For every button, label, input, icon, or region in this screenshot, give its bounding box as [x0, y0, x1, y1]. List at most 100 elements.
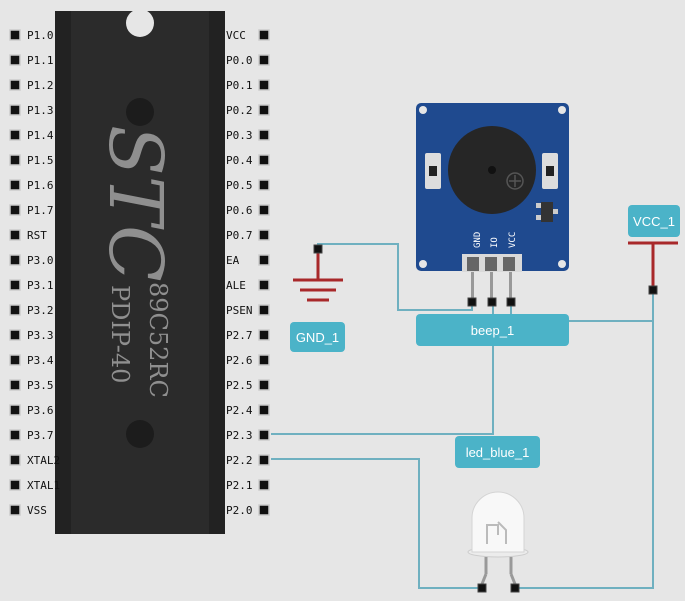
wire-io[interactable]	[271, 303, 494, 435]
chip-pin-label: P1.0	[27, 29, 54, 42]
chip-pin-right-p0-5[interactable]	[258, 179, 270, 191]
chip-pin-label: P2.6	[226, 354, 253, 367]
vcc-symbol[interactable]	[628, 241, 678, 295]
chip-pin-label: P0.2	[226, 104, 253, 117]
chip-pin-label: P0.7	[226, 229, 253, 242]
chip-pin-left-p3-7[interactable]	[9, 429, 21, 441]
chip-left-pins: P1.0P1.1P1.2P1.3P1.4P1.5P1.6P1.7RSTP3.0P…	[9, 29, 60, 517]
chip-pin-label: P1.3	[27, 104, 54, 117]
chip-pin-label: PSEN	[226, 304, 253, 317]
beep-label[interactable]: beep_1	[416, 314, 569, 346]
chip-pin-right-p0-0[interactable]	[258, 54, 270, 66]
chip-pin-label: P0.1	[226, 79, 253, 92]
chip-pin-left-rst[interactable]	[9, 229, 21, 241]
chip-pin-label: P2.4	[226, 404, 253, 417]
chip-pin-label: P0.4	[226, 154, 253, 167]
beep-pin-label-vcc: VCC	[508, 232, 518, 248]
chip-pin-right-p2-3[interactable]	[258, 429, 270, 441]
chip-package: PDIP-40	[106, 285, 134, 383]
chip-pin-label: P3.5	[27, 379, 54, 392]
chip-pin-right-ale[interactable]	[258, 279, 270, 291]
chip-pin-label: P3.7	[27, 429, 54, 442]
led-label[interactable]: led_blue_1	[455, 436, 540, 468]
chip-pin-label: P1.2	[27, 79, 54, 92]
chip-pin-left-p3-2[interactable]	[9, 304, 21, 316]
beep-pin-label-gnd: GND	[473, 232, 483, 248]
chip-pin-left-p3-6[interactable]	[9, 404, 21, 416]
chip-pin-left-vss[interactable]	[9, 504, 21, 516]
chip-pin-right-psen[interactable]	[258, 304, 270, 316]
chip-pin-right-vcc[interactable]	[258, 29, 270, 41]
chip-pin-right-p2-2[interactable]	[258, 454, 270, 466]
chip-pin-left-xtal2[interactable]	[9, 454, 21, 466]
chip-pin-label: ALE	[226, 279, 246, 292]
chip-pin-label: P3.1	[27, 279, 54, 292]
chip-pin-right-p2-4[interactable]	[258, 404, 270, 416]
chip-pin-left-p3-5[interactable]	[9, 379, 21, 391]
chip-pin-label: P2.3	[226, 429, 253, 442]
chip-dot-bottom	[126, 420, 154, 448]
chip-pin-label: P0.5	[226, 179, 253, 192]
wire-led-anode[interactable]	[515, 290, 654, 589]
chip-pin-left-p3-3[interactable]	[9, 329, 21, 341]
chip-pin-label: EA	[226, 254, 240, 267]
chip-pin-label: P0.6	[226, 204, 253, 217]
chip-pin-left-xtal1[interactable]	[9, 479, 21, 491]
chip-pin-left-p1-6[interactable]	[9, 179, 21, 191]
chip-pin-left-p1-4[interactable]	[9, 129, 21, 141]
chip-pin-right-p0-1[interactable]	[258, 79, 270, 91]
chip-pin-right-ea[interactable]	[258, 254, 270, 266]
chip-pin-label: P2.2	[226, 454, 253, 467]
chip-pin-left-p3-1[interactable]	[9, 279, 21, 291]
chip-pin-left-p1-2[interactable]	[9, 79, 21, 91]
chip-pin-label: P1.7	[27, 204, 54, 217]
chip-pin-label: P2.7	[226, 329, 253, 342]
chip-pin-label: P3.2	[27, 304, 54, 317]
ground-symbol[interactable]	[293, 244, 343, 302]
chip-pin-right-p2-5[interactable]	[258, 379, 270, 391]
led-blue[interactable]	[467, 491, 529, 593]
wires	[271, 243, 654, 589]
chip-pin-right-p2-7[interactable]	[258, 329, 270, 341]
chip-pin-right-p2-0[interactable]	[258, 504, 270, 516]
chip-pin-right-p0-3[interactable]	[258, 129, 270, 141]
chip-pin-left-p1-3[interactable]	[9, 104, 21, 116]
chip-pin-label: VCC	[226, 29, 246, 42]
chip-pin-label: VSS	[27, 504, 47, 517]
chip-pin-right-p2-1[interactable]	[258, 479, 270, 491]
chip-pin-right-p0-7[interactable]	[258, 229, 270, 241]
chip-pin-left-p1-1[interactable]	[9, 54, 21, 66]
chip-pin-right-p0-4[interactable]	[258, 154, 270, 166]
beep-pin-label-io: IO	[490, 237, 500, 248]
chip-pin-label: P3.4	[27, 354, 54, 367]
vcc-label[interactable]: VCC_1	[628, 205, 680, 237]
chip-pin-label: XTAL2	[27, 454, 60, 467]
chip-pin-label: RST	[27, 229, 47, 242]
chip-brand: STC	[92, 125, 178, 282]
chip-dot-top	[126, 98, 154, 126]
gnd-label[interactable]: GND_1	[290, 322, 345, 352]
chip-pin-left-p3-0[interactable]	[9, 254, 21, 266]
wire-led-cathode[interactable]	[271, 458, 482, 589]
chip-model: 89C52RC	[144, 282, 172, 398]
chip-pin-right-p2-6[interactable]	[258, 354, 270, 366]
chip-pin-label: P1.1	[27, 54, 54, 67]
chip-pin-label: P2.5	[226, 379, 253, 392]
chip-pin-label: P2.1	[226, 479, 253, 492]
chip-pin-label: P2.0	[226, 504, 253, 517]
mcu-chip[interactable]: STC 89C52RC PDIP-40	[55, 9, 225, 534]
chip-pin-left-p1-7[interactable]	[9, 204, 21, 216]
chip-pin-label: P1.6	[27, 179, 54, 192]
chip-pin-label: P3.0	[27, 254, 54, 267]
chip-pin-right-p0-6[interactable]	[258, 204, 270, 216]
chip-pin-label: P3.3	[27, 329, 54, 342]
chip-pin-label: P1.5	[27, 154, 54, 167]
chip-pin-label: P0.0	[226, 54, 253, 67]
chip-notch	[126, 9, 154, 37]
chip-pin-label: P3.6	[27, 404, 54, 417]
buzzer-module[interactable]: GND IO VCC	[416, 103, 569, 307]
chip-pin-left-p3-4[interactable]	[9, 354, 21, 366]
chip-pin-right-p0-2[interactable]	[258, 104, 270, 116]
chip-pin-left-p1-5[interactable]	[9, 154, 21, 166]
chip-pin-left-p1-0[interactable]	[9, 29, 21, 41]
